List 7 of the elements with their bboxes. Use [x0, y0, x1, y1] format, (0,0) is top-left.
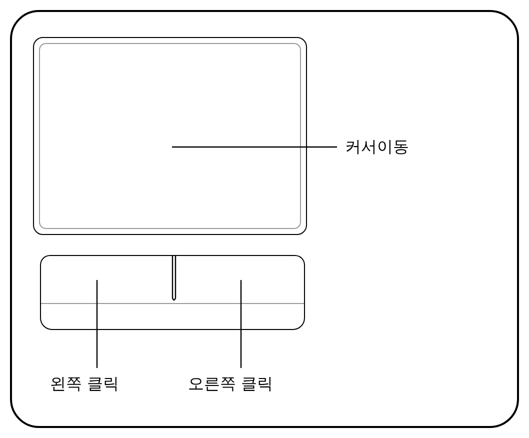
- leader-line: [172, 146, 337, 148]
- leader-line: [240, 280, 242, 368]
- callout-label: 오른쪽 클릭: [188, 374, 274, 394]
- callout-label: 커서이동: [345, 137, 409, 157]
- leader-line: [96, 280, 98, 368]
- touchpad-surface: [33, 37, 307, 235]
- callout-label: 왼쪽 클릭: [50, 374, 120, 394]
